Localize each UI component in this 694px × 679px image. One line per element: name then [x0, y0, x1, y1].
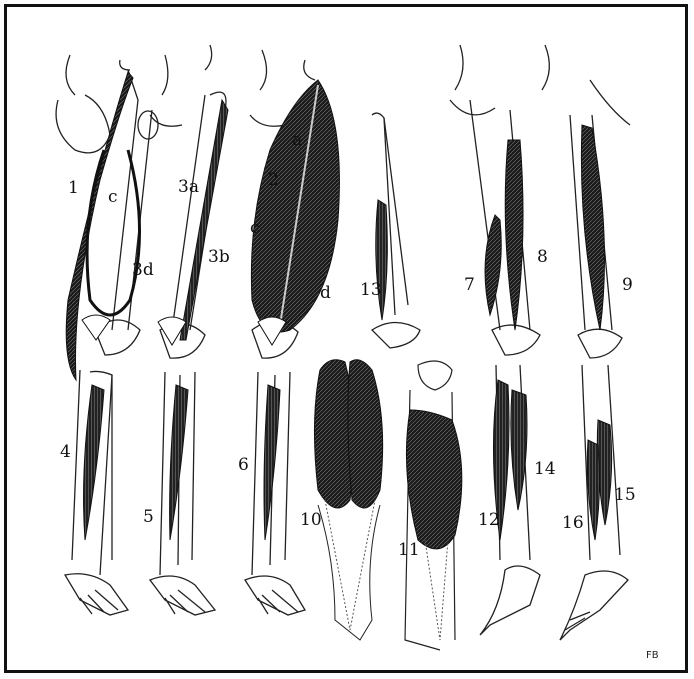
label-9: 9	[622, 275, 633, 295]
label-16: 16	[562, 513, 584, 533]
label-7: 7	[464, 275, 475, 295]
gracilis-loop	[87, 150, 139, 315]
muscle-8	[505, 140, 523, 330]
artist-signature: FB	[646, 650, 659, 661]
label-3b: 3b	[208, 247, 230, 267]
gastrocnemius-11	[406, 410, 461, 549]
label-5: 5	[143, 507, 154, 527]
label-1: 1	[68, 178, 79, 198]
muscle-9	[581, 125, 604, 330]
label-11: 11	[398, 540, 420, 560]
label-3a: 3a	[178, 177, 199, 197]
label-4: 4	[60, 442, 71, 462]
label-d: d	[320, 283, 331, 303]
leg-figure-10	[318, 505, 380, 640]
tibialis-1	[84, 385, 104, 540]
label-c-left: c	[108, 187, 118, 207]
muscle-13	[376, 200, 388, 320]
tibialis-3	[264, 385, 280, 540]
label-3d: 3d	[132, 260, 154, 280]
label-c-right: c	[250, 218, 260, 238]
label-6: 6	[238, 455, 249, 475]
leg-figure-7	[450, 45, 540, 635]
gastrocnemius-10b	[348, 360, 383, 508]
muscle-14	[511, 390, 527, 510]
label-14: 14	[534, 459, 556, 479]
label-12: 12	[478, 510, 500, 530]
label-13: 13	[360, 280, 382, 300]
achilles-10	[325, 500, 375, 630]
label-a: a	[292, 130, 302, 150]
label-8: 8	[537, 247, 548, 267]
achilles-11	[425, 540, 448, 640]
label-15: 15	[614, 485, 636, 505]
label-10: 10	[300, 510, 322, 530]
knee-fan-1	[82, 315, 110, 340]
label-2: 2	[268, 170, 279, 190]
